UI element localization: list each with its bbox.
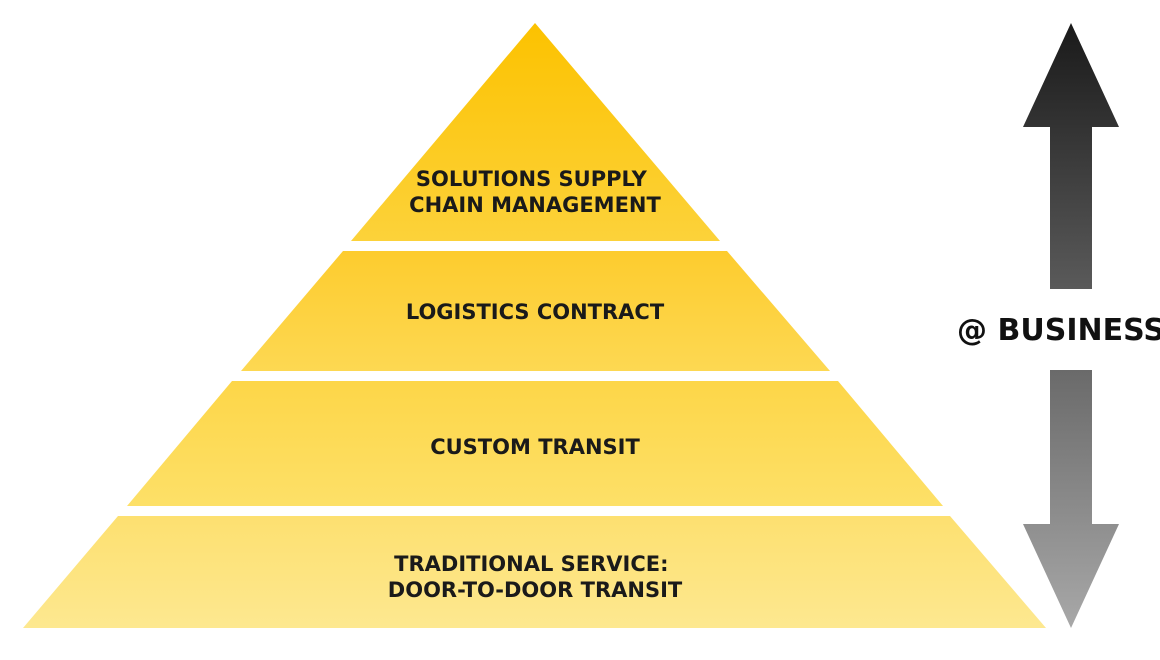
tier-label: TRADITIONAL SERVICE: DOOR-TO-DOOR TRANSI… [388, 552, 683, 602]
arrow-down-icon [1023, 370, 1119, 628]
tier-label: LOGISTICS CONTRACT [406, 300, 665, 324]
tier-shape [351, 23, 720, 241]
tier-shape [127, 381, 943, 506]
tier-shape [23, 516, 1046, 628]
tier-label: SOLUTIONS SUPPLY CHAIN MANAGEMENT [409, 167, 661, 217]
arrow-up-icon [1023, 23, 1119, 289]
business-axis-label: @ BUSINESS [957, 313, 1160, 348]
tier-label: CUSTOM TRANSIT [430, 435, 640, 459]
pyramid-tier-logistics-contract: LOGISTICS CONTRACT [241, 251, 830, 371]
pyramid-tier-supply-chain: SOLUTIONS SUPPLY CHAIN MANAGEMENT [351, 23, 720, 241]
pyramid-tier-custom-transit: CUSTOM TRANSIT [127, 381, 943, 506]
business-axis: @ BUSINESS [957, 23, 1160, 628]
tier-shape [241, 251, 830, 371]
pyramid-tier-traditional-service: TRADITIONAL SERVICE: DOOR-TO-DOOR TRANSI… [23, 516, 1046, 628]
